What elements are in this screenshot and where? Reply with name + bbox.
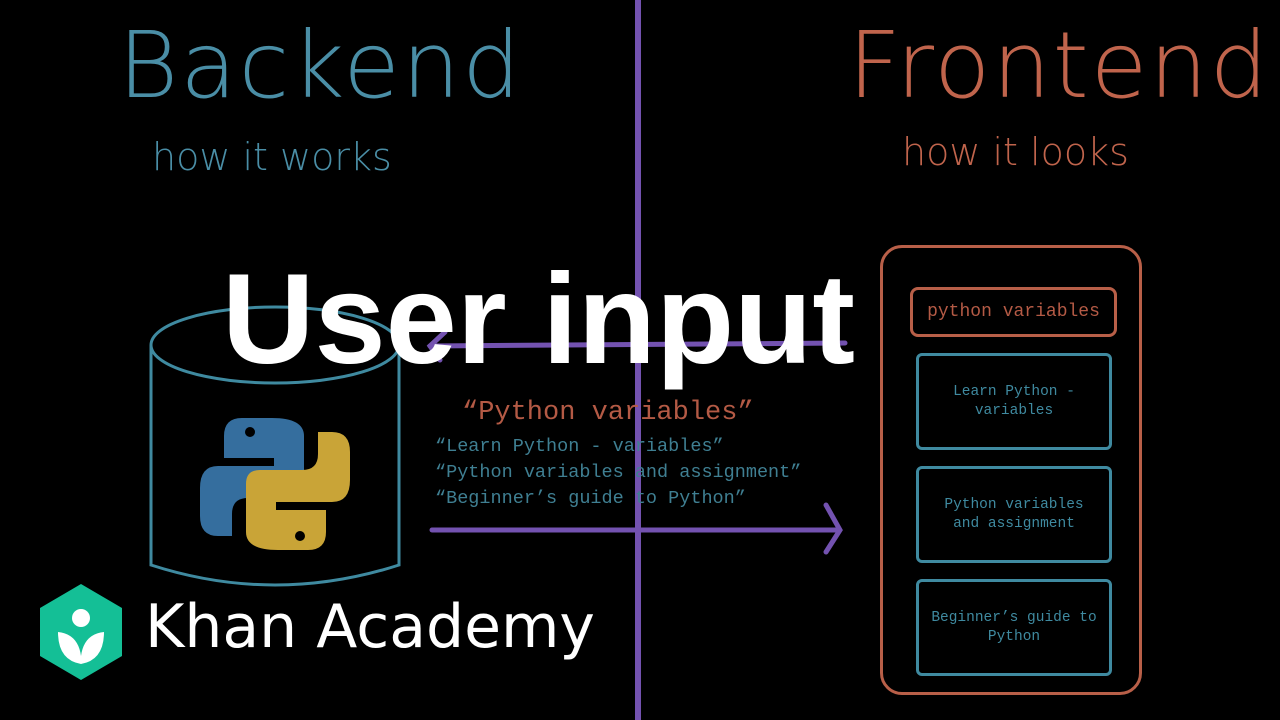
phone-frame <box>880 245 1142 695</box>
backend-subtitle: how it works <box>152 135 392 179</box>
response-arrow <box>429 502 843 555</box>
result-card: Python variables and assignment <box>916 466 1112 563</box>
result-card: Learn Python - variables <box>916 353 1112 450</box>
result-line: “Beginner’s guide to Python” <box>435 488 746 509</box>
request-arrow <box>426 329 848 363</box>
python-logo-icon <box>200 418 350 550</box>
search-query: “Python variables” <box>462 398 754 428</box>
brand-name: Khan Academy <box>145 592 595 662</box>
result-line: “Learn Python - variables” <box>435 436 724 457</box>
frontend-title: Frontend <box>848 12 1271 119</box>
khan-academy-logo-icon <box>40 584 122 680</box>
backend-title: Backend <box>118 12 523 119</box>
video-title: User input <box>222 248 855 391</box>
result-line: “Python variables and assignment” <box>435 462 802 483</box>
phone-search-box: python variables <box>910 287 1117 337</box>
result-card: Beginner’s guide to Python <box>916 579 1112 676</box>
frontend-subtitle: how it looks <box>902 130 1129 174</box>
database-cylinder-icon <box>149 305 401 587</box>
